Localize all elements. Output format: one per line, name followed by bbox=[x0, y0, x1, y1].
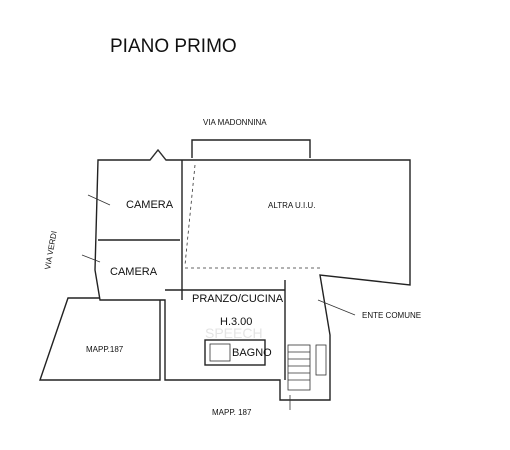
room-label-altra-uiu: ALTRA U.I.U. bbox=[268, 201, 315, 210]
street-boundary bbox=[191, 139, 311, 158]
room-label-bagno: BAGNO bbox=[232, 347, 272, 359]
room-label-height: H.3.00 bbox=[220, 316, 252, 328]
leader-ente-comune bbox=[317, 299, 356, 316]
bagno-fixture bbox=[209, 343, 231, 362]
street-label-via-madonnina: VIA MADONNINA bbox=[203, 118, 267, 127]
wall-altra-uiu-west bbox=[184, 164, 196, 266]
parcel-label-mapp-left: MAPP.187 bbox=[86, 345, 124, 354]
room-label-pranzo-cucina: PRANZO/CUCINA bbox=[192, 293, 284, 305]
room-label-ente-comune: ENTE COMUNE bbox=[362, 311, 421, 320]
street-label-via-verdi: VIA VERDI bbox=[43, 230, 59, 270]
watermark: SPEECH bbox=[205, 325, 263, 341]
parcel-left-boundary bbox=[39, 297, 161, 381]
plan-title: PIANO PRIMO bbox=[110, 36, 237, 57]
door-mark-camera-1 bbox=[87, 194, 111, 206]
bagno-room bbox=[204, 339, 266, 366]
room-label-camera-2: CAMERA bbox=[110, 266, 158, 278]
stairs bbox=[287, 344, 327, 391]
parcel-label-mapp-bottom: MAPP. 187 bbox=[212, 408, 252, 417]
door-mark-camera-2 bbox=[81, 254, 101, 263]
room-label-camera-1: CAMERA bbox=[126, 199, 174, 211]
window-mark-top bbox=[149, 149, 167, 161]
